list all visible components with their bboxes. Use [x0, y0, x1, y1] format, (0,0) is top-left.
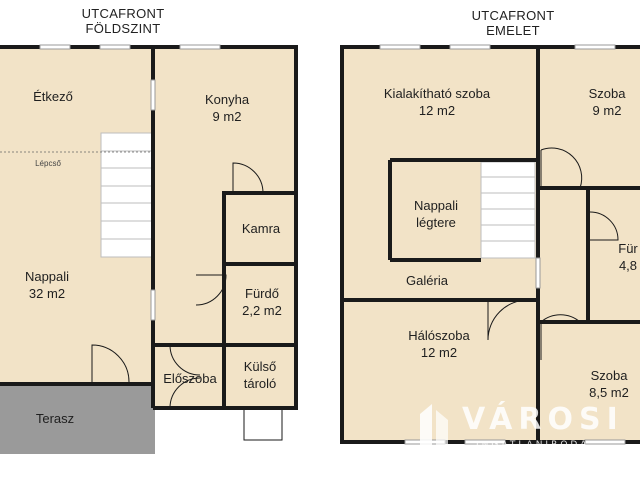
room-label-kulso-tarolo: Külső tároló [244, 358, 277, 392]
logo-name: VÁROSI [462, 402, 624, 437]
room-label-nappali: Nappali 32 m2 [25, 268, 69, 302]
upper-floor-plan [340, 44, 640, 445]
ground-header-line-2: FÖLDSZINT [85, 21, 161, 36]
upper-floor-header: UTCAFRONT EMELET [472, 8, 555, 38]
room-label-eloszoba: Előszoba [163, 371, 217, 386]
furdo-upper-area: 4,8 [618, 258, 638, 273]
haloszoba-name: Hálószoba [408, 328, 470, 343]
room-label-kialakithato: Kialakítható szoba 12 m2 [384, 85, 490, 119]
kialakithato-name: Kialakítható szoba [383, 86, 491, 101]
kialakithato-area: 12 m2 [418, 103, 456, 118]
ground-floor-plan [0, 44, 298, 454]
szoba2-area: 8,5 m2 [589, 385, 629, 400]
room-label-kamra: Kamra [241, 221, 281, 236]
building-logo-icon [420, 404, 448, 456]
room-label-haloszoba: Hálószoba 12 m2 [408, 327, 469, 361]
logo-subtitle: INGATLANIRODA [476, 440, 590, 450]
room-label-furdo: Fürdő 2,2 m2 [242, 285, 282, 319]
nappali-area: 32 m2 [28, 286, 66, 301]
ground-stairs [100, 132, 153, 258]
terrace-area [0, 384, 155, 454]
stair-label-lepcso: Lépcső [35, 159, 61, 168]
upper-stairs [480, 161, 536, 259]
varosi-logo-watermark: VÁROSI INGATLANIRODA [418, 400, 640, 460]
nappali-name: Nappali [24, 269, 70, 284]
room-label-galeria: Galéria [406, 273, 448, 288]
szoba1-area: 9 m2 [592, 103, 622, 118]
szoba2-name: Szoba [590, 368, 628, 383]
nappali-legtere-line-2: légtere [416, 215, 456, 230]
room-label-szoba-2: Szoba 8,5 m2 [589, 367, 629, 401]
konyha-area: 9 m2 [212, 109, 242, 124]
upper-header-line-1: UTCAFRONT [471, 8, 555, 23]
furdo-area: 2,2 m2 [242, 303, 282, 318]
room-label-konyha: Konyha 9 m2 [205, 91, 249, 125]
nappali-legtere-line-1: Nappali [413, 198, 459, 213]
furdo-upper-name: Für [618, 241, 638, 256]
upper-header-line-2: EMELET [486, 23, 540, 38]
room-label-etkezo: Étkező [33, 89, 73, 104]
szoba1-name: Szoba [588, 86, 626, 101]
haloszoba-area: 12 m2 [420, 345, 458, 360]
ground-floor-header: UTCAFRONT FÖLDSZINT [82, 6, 165, 36]
ground-header-line-1: UTCAFRONT [81, 6, 165, 21]
kulso-line-2: tároló [243, 376, 277, 391]
area-label-terasz: Terasz [35, 411, 75, 426]
room-label-nappali-legtere: Nappali légtere [414, 197, 458, 231]
kulso-line-1: Külső [243, 359, 277, 374]
furdo-name: Fürdő [245, 286, 279, 301]
room-label-szoba-1: Szoba 9 m2 [589, 85, 626, 119]
room-label-furdo-upper: Für 4,8 [618, 240, 638, 274]
konyha-name: Konyha [204, 92, 250, 107]
